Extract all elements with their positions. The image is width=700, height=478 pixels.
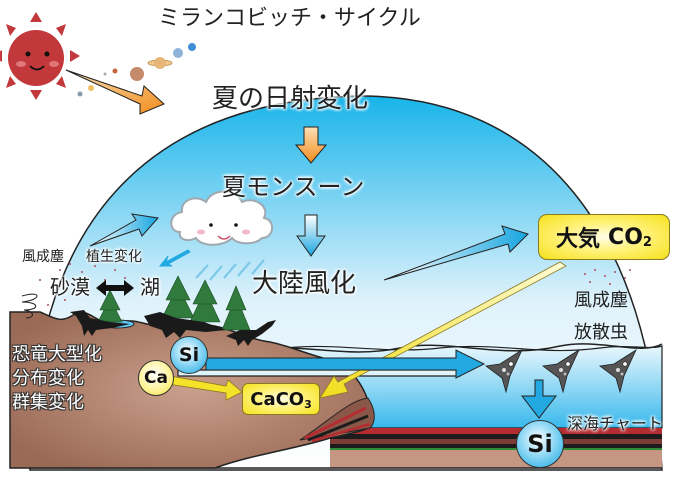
trees-icon xyxy=(97,275,251,331)
arrow-dust-to-cloud xyxy=(89,213,159,247)
radiolaria-icon xyxy=(484,348,637,394)
caco3-box: CaCO 3 xyxy=(242,383,320,415)
atmospheric-co2-box: 大気 CO 2 xyxy=(538,214,670,260)
label-continental-weathering: 大陸風化 xyxy=(252,269,357,299)
label-insolation-change: 夏の日射変化 xyxy=(212,84,369,114)
rain xyxy=(195,259,265,281)
arrow-radiolaria-to-si xyxy=(520,379,558,419)
sun-icon xyxy=(0,12,80,100)
planets-icon xyxy=(77,43,196,97)
arrow-insolation-to-monsoon xyxy=(294,126,328,164)
label-lake: 湖 xyxy=(140,275,160,299)
label-radiolaria: 放散虫 xyxy=(574,322,628,343)
label-eolian-dust-ocean: 風成塵 xyxy=(574,290,628,311)
caco3-formula: CaCO xyxy=(250,388,305,410)
co2-subscript: 2 xyxy=(642,234,652,250)
arrow-weathering-to-co2 xyxy=(383,225,529,281)
label-summer-monsoon: 夏モンスーン xyxy=(222,173,365,201)
co2-label: 大気 xyxy=(556,227,601,252)
river xyxy=(177,369,461,377)
cloud-icon xyxy=(170,190,273,246)
arrow-monsoon-to-weathering xyxy=(296,214,326,257)
label-deep-sea-chert: 深海チャート xyxy=(567,414,663,433)
caco3-subscript: 3 xyxy=(304,397,312,411)
continent xyxy=(9,311,374,469)
sea-surface xyxy=(249,343,663,353)
silicon-ball-deep-sea: Si xyxy=(516,420,564,468)
co2-formula: CO xyxy=(608,224,643,250)
arrow-si-to-ocean xyxy=(205,349,486,379)
eolian-dust-dots xyxy=(39,263,631,306)
arrow-cloud-to-lake xyxy=(158,249,191,267)
arrow-ca-to-caco3 xyxy=(167,375,243,401)
desert-lake-double-arrow xyxy=(96,280,134,296)
label-distribution-change: 分布変化 xyxy=(12,368,84,389)
slope-strata xyxy=(299,397,375,443)
silicon-ball-land: Si xyxy=(170,336,208,374)
calcium-ball: Ca xyxy=(138,360,174,396)
label-dinosaur-size: 恐竜大型化 xyxy=(12,344,102,365)
dust-devil-icon xyxy=(21,293,38,319)
insolation-arrow xyxy=(65,69,165,115)
label-community-change: 群集変化 xyxy=(12,392,84,413)
diagram-title: ミランコビッチ・サイクル xyxy=(158,6,421,31)
label-desert: 砂漠 xyxy=(50,275,90,299)
label-vegetation-change: 植生変化 xyxy=(86,249,142,265)
dinosaurs-icon xyxy=(70,310,276,346)
label-eolian-dust-land: 風成塵 xyxy=(22,249,64,265)
